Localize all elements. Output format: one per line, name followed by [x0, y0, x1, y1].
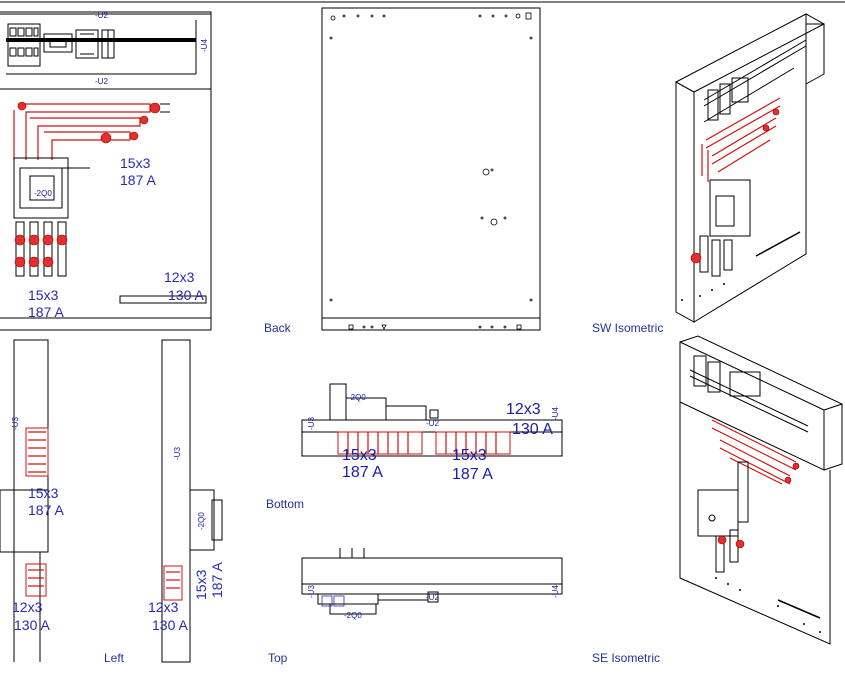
se-isometric-view [679, 335, 844, 645]
front-view-busbars [13, 101, 170, 160]
right-side-view-bar2-size: 12x3 [148, 599, 179, 615]
view-label-back: Back [264, 321, 292, 335]
front-view: -U2 -U2 -U4 -2Q0 [0, 11, 212, 331]
left-view-busbars [25, 427, 49, 597]
top-view-breaker-tag: -2Q0 [344, 611, 362, 620]
view-label-se-isometric: SE Isometric [592, 651, 660, 665]
bottom-view-rail-mid-tag: -U2 [426, 419, 439, 428]
right-side-view-bar1-size: 15x3 [193, 569, 209, 600]
bottom-view: -U3 -U4 -U2 -2Q0 15x3 187 A 15x3 187 A 1… [301, 383, 563, 483]
front-view-terminal-blocks [7, 23, 115, 67]
front-view-breaker [13, 157, 90, 219]
top-view: -U3 -U4 -U2 -2Q0 [301, 548, 563, 620]
front-view-breaker-tag: -2Q0 [34, 189, 52, 198]
sw-isometric-breaker [709, 179, 751, 237]
view-label-left: Left [104, 651, 125, 665]
front-view-flat-bar [119, 295, 207, 304]
bottom-view-bar1-size: 15x3 [342, 447, 377, 464]
bottom-view-bar3-current: 130 A [512, 421, 553, 438]
se-isometric-busbars [711, 419, 800, 485]
back-view-panel [321, 7, 541, 331]
bottom-view-bar3-size: 12x3 [506, 401, 541, 418]
front-view-panel [0, 11, 212, 331]
front-view-bar3-size: 12x3 [164, 269, 195, 285]
front-view-rail-top-tag: -U2 [95, 11, 108, 20]
view-label-bottom: Bottom [266, 497, 304, 511]
bottom-view-busbars [337, 431, 511, 455]
right-side-view: -U3 -2Q0 15x3 187 A 12x3 130 A [148, 339, 225, 663]
view-label-top: Top [268, 651, 288, 665]
left-view-bar1-size: 15x3 [28, 485, 59, 501]
left-view: -U3 15x3 187 A 12x3 130 A [0, 339, 64, 662]
front-view-bar3-current: 130 A [168, 287, 204, 303]
sw-isometric-busbars [701, 97, 781, 182]
bottom-view-bar2-current: 187 A [452, 466, 493, 483]
top-view-rail-mid-tag: -U2 [426, 593, 439, 602]
bottom-view-bar2-size: 15x3 [452, 447, 487, 464]
front-view-bar2-size: 15x3 [28, 287, 59, 303]
back-view [321, 7, 541, 331]
front-view-bar2-current: 187 A [28, 304, 64, 320]
bottom-view-breaker-tag: -2Q0 [348, 393, 366, 402]
left-view-bar2-size: 12x3 [12, 599, 43, 615]
front-view-rail-right-tag: -U4 [200, 39, 209, 52]
front-view-lower-busbars [14, 221, 68, 277]
top-view-rail-left-tag: -U3 [307, 585, 316, 598]
bottom-view-bar1-current: 187 A [342, 464, 383, 481]
front-view-bar1-current: 187 A [120, 172, 156, 188]
bottom-view-rail-right-tag: -U4 [551, 407, 560, 420]
left-view-bar2-current: 130 A [14, 617, 50, 633]
left-view-rail-tag: -U3 [11, 417, 20, 430]
right-side-view-rail-tag: -U3 [173, 447, 182, 460]
right-side-view-breaker-tag: -2Q0 [197, 512, 206, 530]
view-label-sw-isometric: SW Isometric [592, 321, 663, 335]
top-view-rail-right-tag: -U4 [551, 585, 560, 598]
front-view-bar1-size: 15x3 [120, 155, 151, 171]
back-view-fixing-holes [329, 12, 533, 330]
sw-isometric-view [674, 13, 826, 323]
bottom-view-rail-left-tag: -U3 [307, 417, 316, 430]
front-view-din-rail [6, 38, 196, 42]
left-view-bar1-current: 187 A [28, 502, 64, 518]
se-isometric-breaker [697, 489, 739, 537]
right-side-view-bar2-current: 130 A [152, 617, 188, 633]
front-view-rail-area [0, 13, 212, 90]
right-side-view-bar1-current: 187 A [209, 562, 225, 598]
right-side-view-busbars [163, 565, 183, 601]
front-view-rail-mid-tag: -U2 [95, 77, 108, 86]
